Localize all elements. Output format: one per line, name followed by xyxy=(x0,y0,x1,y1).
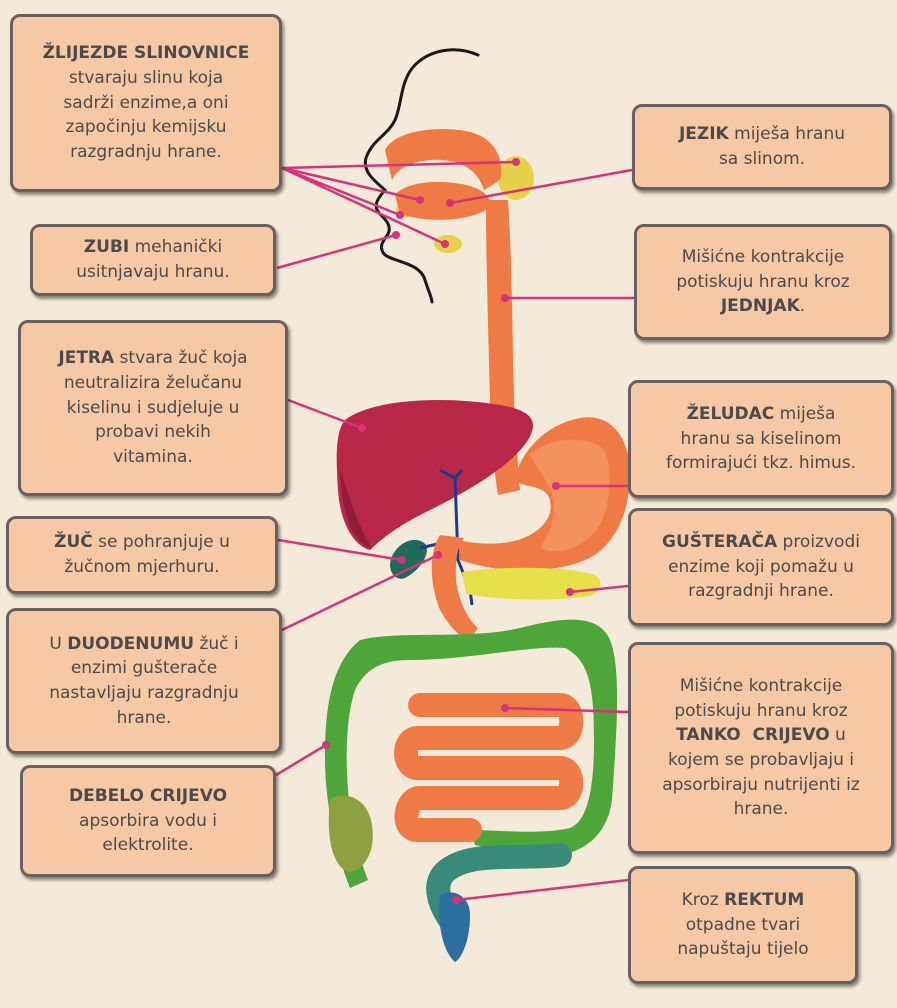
esophagus-line-2: potiskuju hranu kroz xyxy=(643,270,883,295)
salivary-line-1: stvaraju slinu koja xyxy=(19,66,273,91)
label-teeth: ZUBI mehanički usitnjavaju hranu. xyxy=(30,224,276,296)
small-intestine-line-3: TANKO CRIJEVO u xyxy=(637,723,885,748)
liver-line-1: JETRA stvara žuč koja xyxy=(27,346,279,371)
label-rectum: Kroz REKTUM otpadne tvari napuštaju tije… xyxy=(628,866,858,984)
esophagus-line-1: Mišićne kontrakcije xyxy=(643,245,883,270)
pancreas-line-1: GUŠTERAČA proizvodi xyxy=(637,530,885,555)
duodenum-line-2: enzimi gušterače xyxy=(15,656,273,681)
pointer-teeth xyxy=(277,235,396,268)
bile-line-1: ŽUČ se pohranjuje u xyxy=(15,530,269,555)
tongue-shape xyxy=(395,182,490,220)
rectum-line-3: napuštaju tijelo xyxy=(637,937,849,962)
rectum-line-2: otpadne tvari xyxy=(637,913,849,938)
small-intestine-line-4: kojem se probavljaju i xyxy=(637,748,885,773)
salivary-line-3: započinju kemijsku xyxy=(19,115,273,140)
label-small-intestine: Mišićne kontrakcije potiskuju hranu kroz… xyxy=(628,642,894,854)
teeth-line-2: usitnjavaju hranu. xyxy=(39,260,267,285)
label-liver: JETRA stvara žuč koja neutralizira želuč… xyxy=(18,320,288,496)
label-esophagus: Mišićne kontrakcije potiskuju hranu kroz… xyxy=(634,224,892,340)
liver-line-3: kiselinu i sudjeluje u xyxy=(27,396,279,421)
small-intestine-line-2: potiskuju hranu kroz xyxy=(637,699,885,724)
label-pancreas: GUŠTERAČA proizvodi enzime koji pomažu u… xyxy=(628,508,894,626)
pancreas-line-3: razgradnji hrane. xyxy=(637,579,885,604)
small-intestine-line-1: Mišićne kontrakcije xyxy=(637,674,885,699)
liver-line-2: neutralizira želučanu xyxy=(27,371,279,396)
small-intestine-line-5: apsorbiraju nutrijenti iz xyxy=(637,773,885,798)
label-stomach: ŽELUDAC miješa hranu sa kiselinom formir… xyxy=(628,380,894,498)
pointer-liver xyxy=(288,400,362,428)
label-colon: DEBELO CRIJEVO apsorbira vodu i elektrol… xyxy=(20,765,276,877)
label-salivary-glands: ŽLIJEZDE SLINOVNICE stvaraju slinu koja … xyxy=(10,14,282,192)
salivary-title: ŽLIJEZDE SLINOVNICE xyxy=(19,41,273,66)
cecum-shape xyxy=(329,795,373,872)
small-intestine-loops xyxy=(406,705,571,830)
liver-line-4: probavi nekih xyxy=(27,420,279,445)
duodenum-line-1: U DUODENUMU žuč i xyxy=(15,632,273,657)
duodenum-line-3: nastavljaju razgradnju xyxy=(15,681,273,706)
pancreas-shape xyxy=(462,568,600,600)
rectum-line-1: Kroz REKTUM xyxy=(637,888,849,913)
label-duodenum: U DUODENUMU žuč i enzimi gušterače nasta… xyxy=(6,608,282,754)
stomach-line-3: formirajući tkz. himus. xyxy=(637,451,885,476)
tongue-line-2: sa slinom. xyxy=(641,147,883,172)
colon-line-2: elektrolite. xyxy=(29,833,267,858)
pointer-rectum xyxy=(456,880,628,900)
head-profile-outline xyxy=(365,50,478,302)
tongue-line-1: JEZIK miješa hranu xyxy=(641,122,883,147)
duodenum-line-4: hrane. xyxy=(15,706,273,731)
label-bile: ŽUČ se pohranjuje u žučnom mjerhuru. xyxy=(6,516,278,594)
colon-title: DEBELO CRIJEVO xyxy=(29,784,267,809)
colon-line-1: apsorbira vodu i xyxy=(29,809,267,834)
pointer-colon xyxy=(276,745,326,775)
esophagus-line-3: JEDNJAK. xyxy=(643,294,883,319)
salivary-line-2: sadrži enzime,a oni xyxy=(19,91,273,116)
liver-line-5: vitamina. xyxy=(27,445,279,470)
small-intestine-line-6: hrane. xyxy=(637,797,885,822)
label-tongue: JEZIK miješa hranu sa slinom. xyxy=(632,104,892,190)
pointer-bile xyxy=(278,540,402,560)
teeth-line-1: ZUBI mehanički xyxy=(39,235,267,260)
salivary-line-4: razgradnju hrane. xyxy=(19,140,273,165)
pointer-duodenum xyxy=(282,555,438,630)
pancreas-line-2: enzime koji pomažu u xyxy=(637,555,885,580)
stomach-line-2: hranu sa kiselinom xyxy=(637,427,885,452)
stomach-line-1: ŽELUDAC miješa xyxy=(637,402,885,427)
pharynx-shape xyxy=(385,129,501,190)
bile-line-2: žučnom mjerhuru. xyxy=(15,555,269,580)
